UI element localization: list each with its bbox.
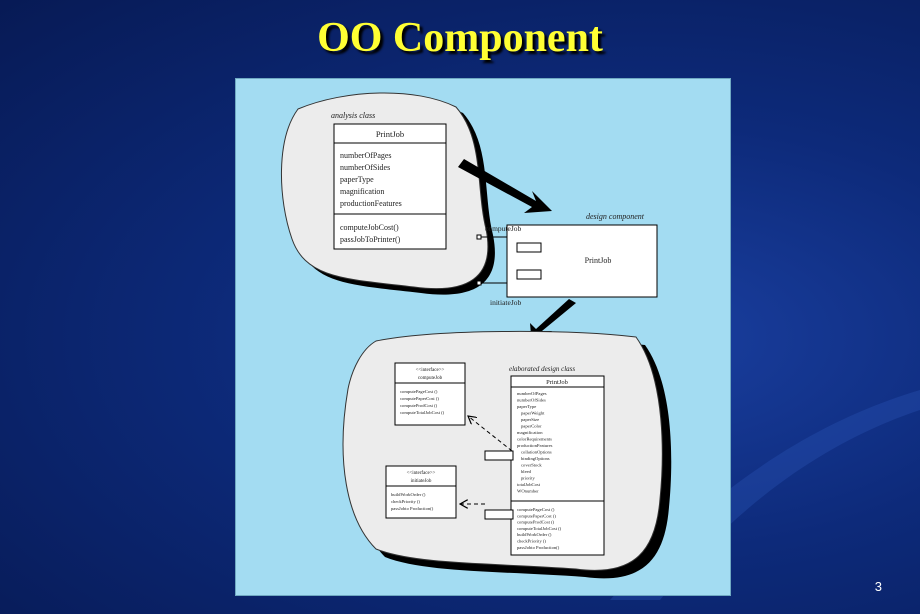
elaborated-attr: colorRequirements bbox=[517, 437, 552, 442]
elaborated-attr: paperSize bbox=[521, 417, 539, 422]
analysis-op: computeJobCost() bbox=[340, 223, 399, 232]
elaborated-attr: paperType bbox=[517, 404, 536, 409]
compute-port bbox=[476, 234, 507, 240]
interface-initiatejob-box bbox=[385, 465, 457, 519]
interface2-op: buildWorkOrder () bbox=[391, 492, 426, 497]
elaborated-operations: computePageCost ()computePaperCost () com… bbox=[517, 507, 562, 550]
interface2-stereotype: <<interface>> bbox=[407, 471, 436, 476]
elaborated-attr: totalJobCost bbox=[517, 482, 541, 487]
dependency-arrow-computejob bbox=[468, 416, 513, 452]
slide-number: 3 bbox=[874, 579, 882, 594]
elaborated-op: checkPriority () bbox=[517, 539, 546, 544]
elaborated-attr: numberOfPages bbox=[517, 391, 547, 396]
elaborated-attr: magnification bbox=[517, 430, 543, 435]
interface1-name: computeJob bbox=[418, 376, 443, 381]
initiate-port bbox=[476, 280, 507, 286]
port-compute-label: computeJob bbox=[485, 224, 521, 233]
interface1-stereotype: <<interface>> bbox=[416, 368, 445, 373]
analysis-caption: analysis class bbox=[331, 111, 375, 120]
interface1-op: computePaperCost () bbox=[400, 396, 439, 401]
elaborated-attr: priority bbox=[521, 476, 535, 481]
analysis-class-box bbox=[333, 123, 447, 250]
interface-computejob-box bbox=[394, 362, 466, 426]
analysis-attr: paperType bbox=[340, 175, 374, 184]
interface2-op: checkPriority () bbox=[391, 499, 420, 504]
interface1-op: computePageCost () bbox=[400, 389, 438, 394]
elaborated-caption: elaborated design class bbox=[509, 365, 575, 373]
elaborated-op: computeTotalJobCost () bbox=[517, 526, 562, 531]
analysis-attr: magnification bbox=[340, 187, 384, 196]
elaborated-class-name: PrintJob bbox=[546, 379, 568, 386]
interface1-op: computeTotalJobCost () bbox=[400, 410, 445, 415]
analysis-attr: numberOfSides bbox=[340, 163, 390, 172]
elaborated-op: passJobto Production() bbox=[517, 545, 560, 550]
design-caption: design component bbox=[586, 212, 645, 221]
elaborated-attr: paperWeight bbox=[521, 411, 545, 416]
elaborated-op: buildWorkOrder () bbox=[517, 532, 552, 537]
elaborated-class-box bbox=[484, 375, 605, 556]
elaborated-op: computePageCost () bbox=[517, 507, 555, 512]
refinement-arrow-1 bbox=[458, 159, 552, 213]
elaborated-attr: coverStock bbox=[521, 463, 542, 468]
analysis-class-name: PrintJob bbox=[376, 129, 404, 139]
elaborated-attr: bleed bbox=[521, 469, 532, 474]
interface2-name: initiateJob bbox=[411, 479, 432, 484]
elaborated-attr: productionFeatures bbox=[517, 443, 553, 448]
elaborated-attr: paperColor bbox=[521, 424, 542, 429]
elaborated-attr: bindingOptions bbox=[521, 456, 550, 461]
design-component-box bbox=[506, 224, 658, 298]
slide-title: OO Component bbox=[317, 15, 603, 61]
elaborated-attr: collationOptions bbox=[521, 450, 552, 455]
design-component-name: PrintJob bbox=[585, 256, 612, 265]
diagram-panel: analysis class PrintJob numberOfPages nu… bbox=[235, 78, 731, 596]
elaborated-attr: numberOfSides bbox=[517, 398, 546, 403]
component-diagram: analysis class PrintJob numberOfPages nu… bbox=[281, 92, 672, 579]
interface1-op: computeProdCost () bbox=[400, 403, 438, 408]
analysis-attr: numberOfPages bbox=[340, 151, 392, 160]
elaborated-op: computeProdCost () bbox=[517, 520, 555, 525]
elaborated-attr: WOnumber bbox=[517, 489, 539, 494]
port-initiate-label: initiateJob bbox=[490, 298, 521, 307]
interface2-op: passJobto Production() bbox=[391, 506, 434, 511]
analysis-op: passJobToPrinter() bbox=[340, 235, 401, 244]
analysis-attr: productionFeatures bbox=[340, 199, 402, 208]
elaborated-op: computePaperCost () bbox=[517, 513, 556, 518]
